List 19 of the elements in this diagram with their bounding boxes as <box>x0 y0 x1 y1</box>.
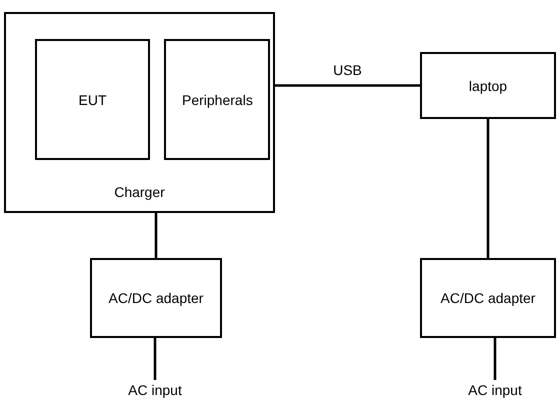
ac-input-label: AC input <box>455 380 535 400</box>
ac-input-label: AC input <box>115 380 195 400</box>
connector-line <box>494 338 496 380</box>
box-label: laptop <box>468 76 508 96</box>
adapter-box <box>420 258 556 338</box>
charger-box <box>4 12 275 213</box>
box-label: EUT <box>78 90 108 110</box>
connector-line <box>275 84 420 87</box>
box-label: Peripherals <box>181 90 254 110</box>
adapter-box <box>90 258 222 338</box>
box-label: Charger <box>113 183 166 202</box>
connector-line <box>154 338 156 380</box>
peripherals-box <box>164 39 270 160</box>
connector-line <box>486 119 490 258</box>
box-label: AC/DC adapter <box>440 289 536 308</box>
connector-line <box>154 213 158 258</box>
laptop-box <box>420 52 556 119</box>
box-label: AC/DC adapter <box>108 289 204 308</box>
eut-box <box>35 39 150 160</box>
